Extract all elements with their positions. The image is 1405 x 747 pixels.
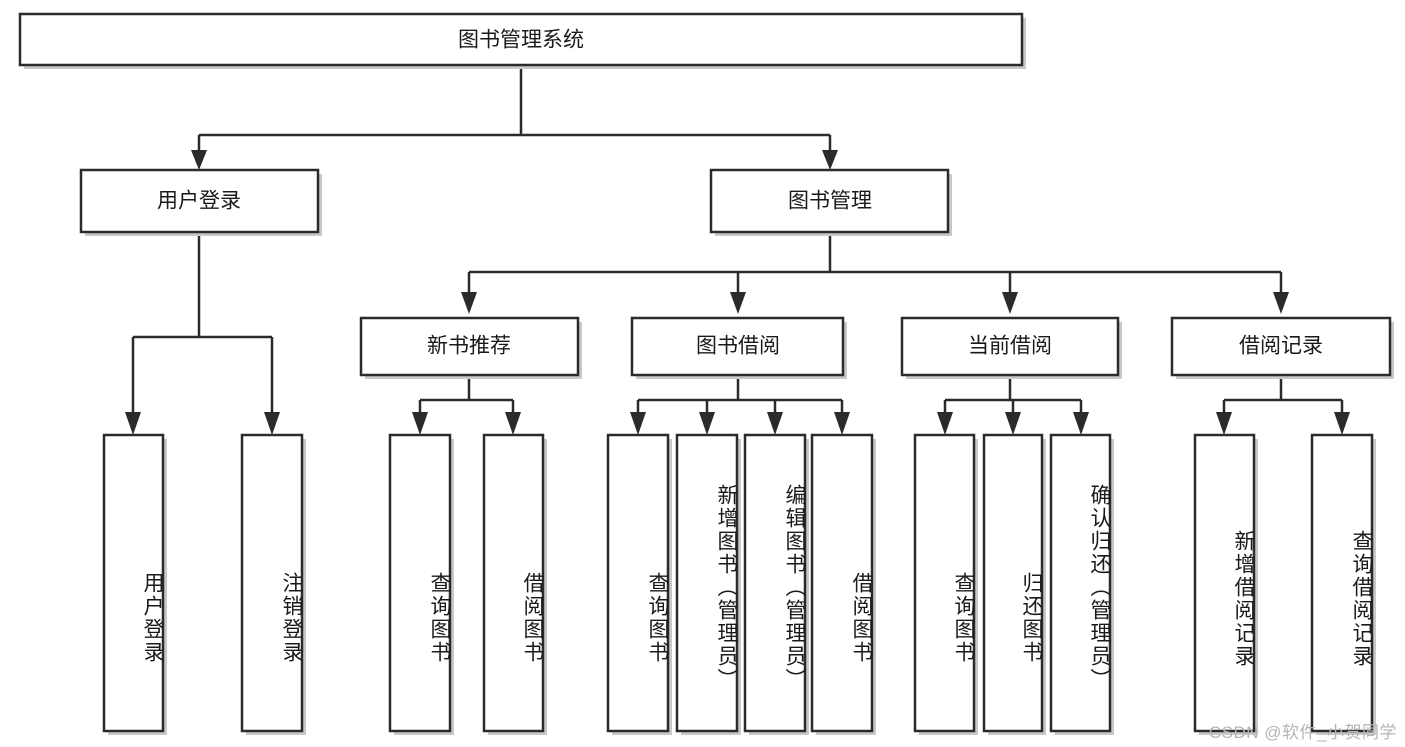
node-book-borrow-box	[630, 316, 845, 377]
leaf-logout-login-box[interactable]	[240, 433, 304, 733]
node-new-book-recommend-box	[359, 316, 580, 377]
leaf-confirm-return-box[interactable]	[1049, 433, 1112, 733]
node-book-manage[interactable]: 图书管理	[709, 168, 952, 236]
arrow-leaf-query-book-1-icon	[412, 412, 428, 435]
node-borrow-record-label: 借阅记录	[1239, 335, 1323, 358]
arrow-to-new-book-recommend-icon	[461, 292, 477, 314]
leaf-user-login-box[interactable]	[102, 433, 165, 733]
node-book-borrow[interactable]: 图书借阅	[630, 316, 847, 379]
connector-layer	[125, 65, 1350, 435]
leaf-query-book-3-box[interactable]	[913, 433, 976, 733]
leaf-return-book-box[interactable]	[982, 433, 1044, 733]
arrow-leaf-logout-login-icon	[264, 412, 280, 435]
arrow-leaf-query-record-icon	[1334, 412, 1350, 435]
node-borrow-record-box	[1170, 316, 1392, 377]
node-book-borrow-label: 图书借阅	[696, 335, 780, 358]
arrow-to-borrow-record-icon	[1273, 292, 1289, 314]
leaf-add-book-box[interactable]	[675, 433, 739, 733]
watermark-text: CSDN @软件_小贺同学	[1208, 723, 1397, 742]
leaf-boxes-layer	[102, 433, 1376, 735]
arrow-leaf-borrow-book-1-icon	[505, 412, 521, 435]
node-new-book-recommend[interactable]: 新书推荐	[359, 316, 582, 379]
arrow-leaf-add-record-icon	[1216, 412, 1232, 435]
arrow-to-book-manage-icon	[822, 150, 838, 170]
leaf-borrow-book-1-box[interactable]	[482, 433, 545, 733]
leaf-edit-book-box[interactable]	[743, 433, 807, 733]
arrow-leaf-borrow-book-2-icon	[834, 412, 850, 435]
node-current-borrow-label: 当前借阅	[968, 335, 1052, 358]
arrow-leaf-add-book-icon	[699, 412, 715, 435]
node-user-login-box	[79, 168, 320, 234]
arrow-to-current-borrow-icon	[1002, 292, 1018, 314]
leaf-query-record-box[interactable]	[1310, 433, 1374, 733]
arrow-leaf-query-book-2-icon	[630, 412, 646, 435]
node-current-borrow-box	[900, 316, 1120, 377]
arrow-leaf-confirm-return-icon	[1073, 412, 1089, 435]
arrow-leaf-user-login-icon	[125, 412, 141, 435]
arrow-leaf-return-book-icon	[1005, 412, 1021, 435]
node-book-manage-label: 图书管理	[788, 190, 872, 213]
node-new-book-recommend-label: 新书推荐	[427, 335, 511, 358]
node-root-box	[18, 12, 1024, 67]
node-book-manage-box	[709, 168, 950, 234]
leaf-query-book-2-box[interactable]	[606, 433, 670, 733]
node-user-login-label: 用户登录	[157, 190, 241, 213]
leaf-borrow-book-2-box[interactable]	[810, 433, 874, 733]
node-user-login[interactable]: 用户登录	[79, 168, 322, 236]
node-root[interactable]: 图书管理系统	[18, 12, 1026, 69]
node-current-borrow[interactable]: 当前借阅	[900, 316, 1122, 379]
node-borrow-record[interactable]: 借阅记录	[1170, 316, 1394, 379]
arrow-leaf-edit-book-icon	[767, 412, 783, 435]
leaf-add-record-box[interactable]	[1193, 433, 1256, 733]
arrow-to-book-borrow-icon	[730, 292, 746, 314]
leaf-query-book-1-box[interactable]	[388, 433, 452, 733]
arrow-leaf-query-book-3-icon	[937, 412, 953, 435]
node-root-label: 图书管理系统	[458, 29, 584, 52]
arrow-to-user-login-icon	[191, 150, 207, 170]
